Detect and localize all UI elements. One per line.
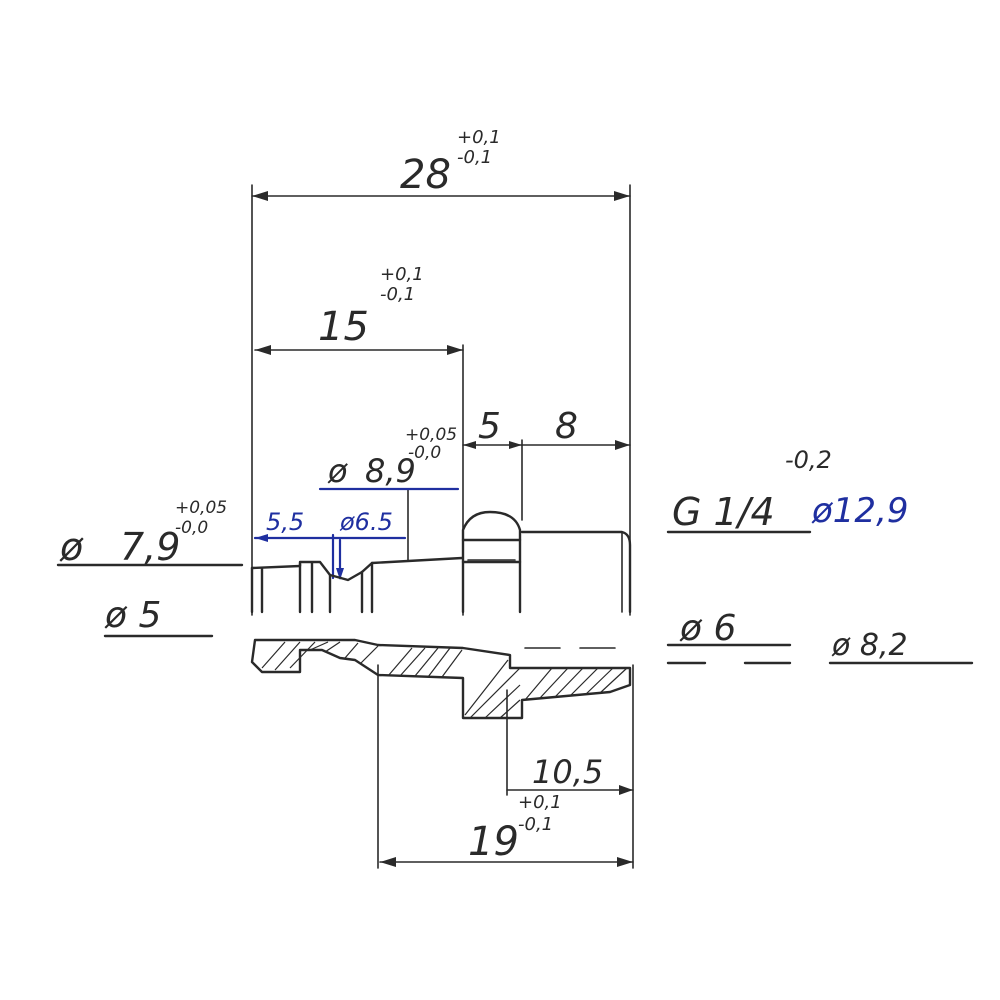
thread-tol: -0,2 [785, 446, 832, 474]
dim-15-value: 15 [318, 304, 369, 350]
dimension-lines [251, 191, 634, 867]
dim-15-tol-lower: -0,1 [380, 284, 415, 305]
part-section-lower [250, 638, 632, 720]
blue-dimensions [253, 487, 460, 580]
dim-groove-pos: 5,5 [266, 508, 304, 536]
dia-89-tol-lower: -0,0 [408, 443, 441, 463]
leader-lines [56, 530, 974, 665]
dia-79-tol-lower: -0,0 [175, 518, 208, 538]
dia-82-label: ø 8,2 [831, 628, 908, 663]
part-outline-upper [250, 510, 632, 614]
dim-19-value: 19 [468, 819, 519, 865]
dim-19-tol-lower: -0,1 [518, 814, 553, 835]
dim-15-tol-upper: +0,1 [380, 264, 424, 285]
dia-65-label: ø6.5 [339, 508, 393, 536]
thread-label: G 1/4 [672, 490, 775, 534]
dia-6-label: ø 6 [679, 608, 736, 649]
dia-129-label: ø12,9 [811, 491, 909, 531]
dim-hex-width: 5 [478, 406, 501, 447]
dia-79-tol-upper: +0,05 [175, 498, 227, 518]
dia-89-tol-upper: +0,05 [405, 425, 457, 445]
dim-19-tol-upper: +0,1 [518, 792, 562, 813]
dia-89-prefix: ø [327, 452, 348, 490]
dia-79-prefix: ø [59, 525, 84, 569]
dim-28-tol-upper: +0,1 [457, 127, 501, 148]
dim-thread-length: 8 [555, 406, 578, 447]
dia-89-value: 8,9 [365, 452, 416, 490]
dim-28-value: 28 [400, 152, 451, 198]
dia-79-value: 7,9 [120, 525, 180, 569]
dia-5-label: ø 5 [104, 595, 161, 636]
dim-bore-depth: 10,5 [532, 753, 603, 791]
dim-28-tol-lower: -0,1 [457, 147, 492, 168]
